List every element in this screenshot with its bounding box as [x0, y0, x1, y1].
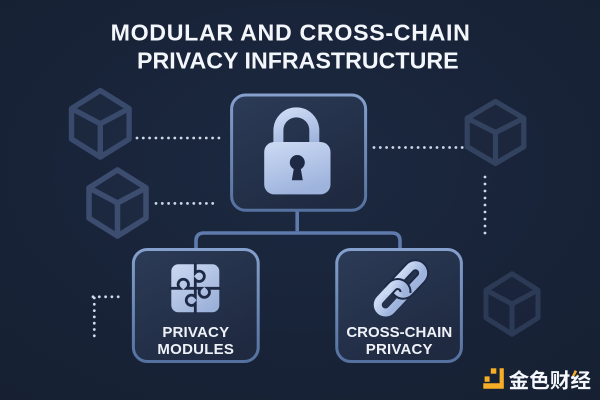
svg-text:PRIVACY INFRASTRUCTURE: PRIVACY INFRASTRUCTURE: [137, 47, 459, 73]
svg-text:MODULAR AND CROSS-CHAIN: MODULAR AND CROSS-CHAIN: [111, 20, 471, 46]
svg-text:MODULES: MODULES: [157, 341, 234, 358]
svg-text:CROSS-CHAIN: CROSS-CHAIN: [346, 324, 452, 341]
svg-text:PRIVACY: PRIVACY: [162, 324, 229, 341]
svg-text:PRIVACY: PRIVACY: [366, 341, 433, 358]
